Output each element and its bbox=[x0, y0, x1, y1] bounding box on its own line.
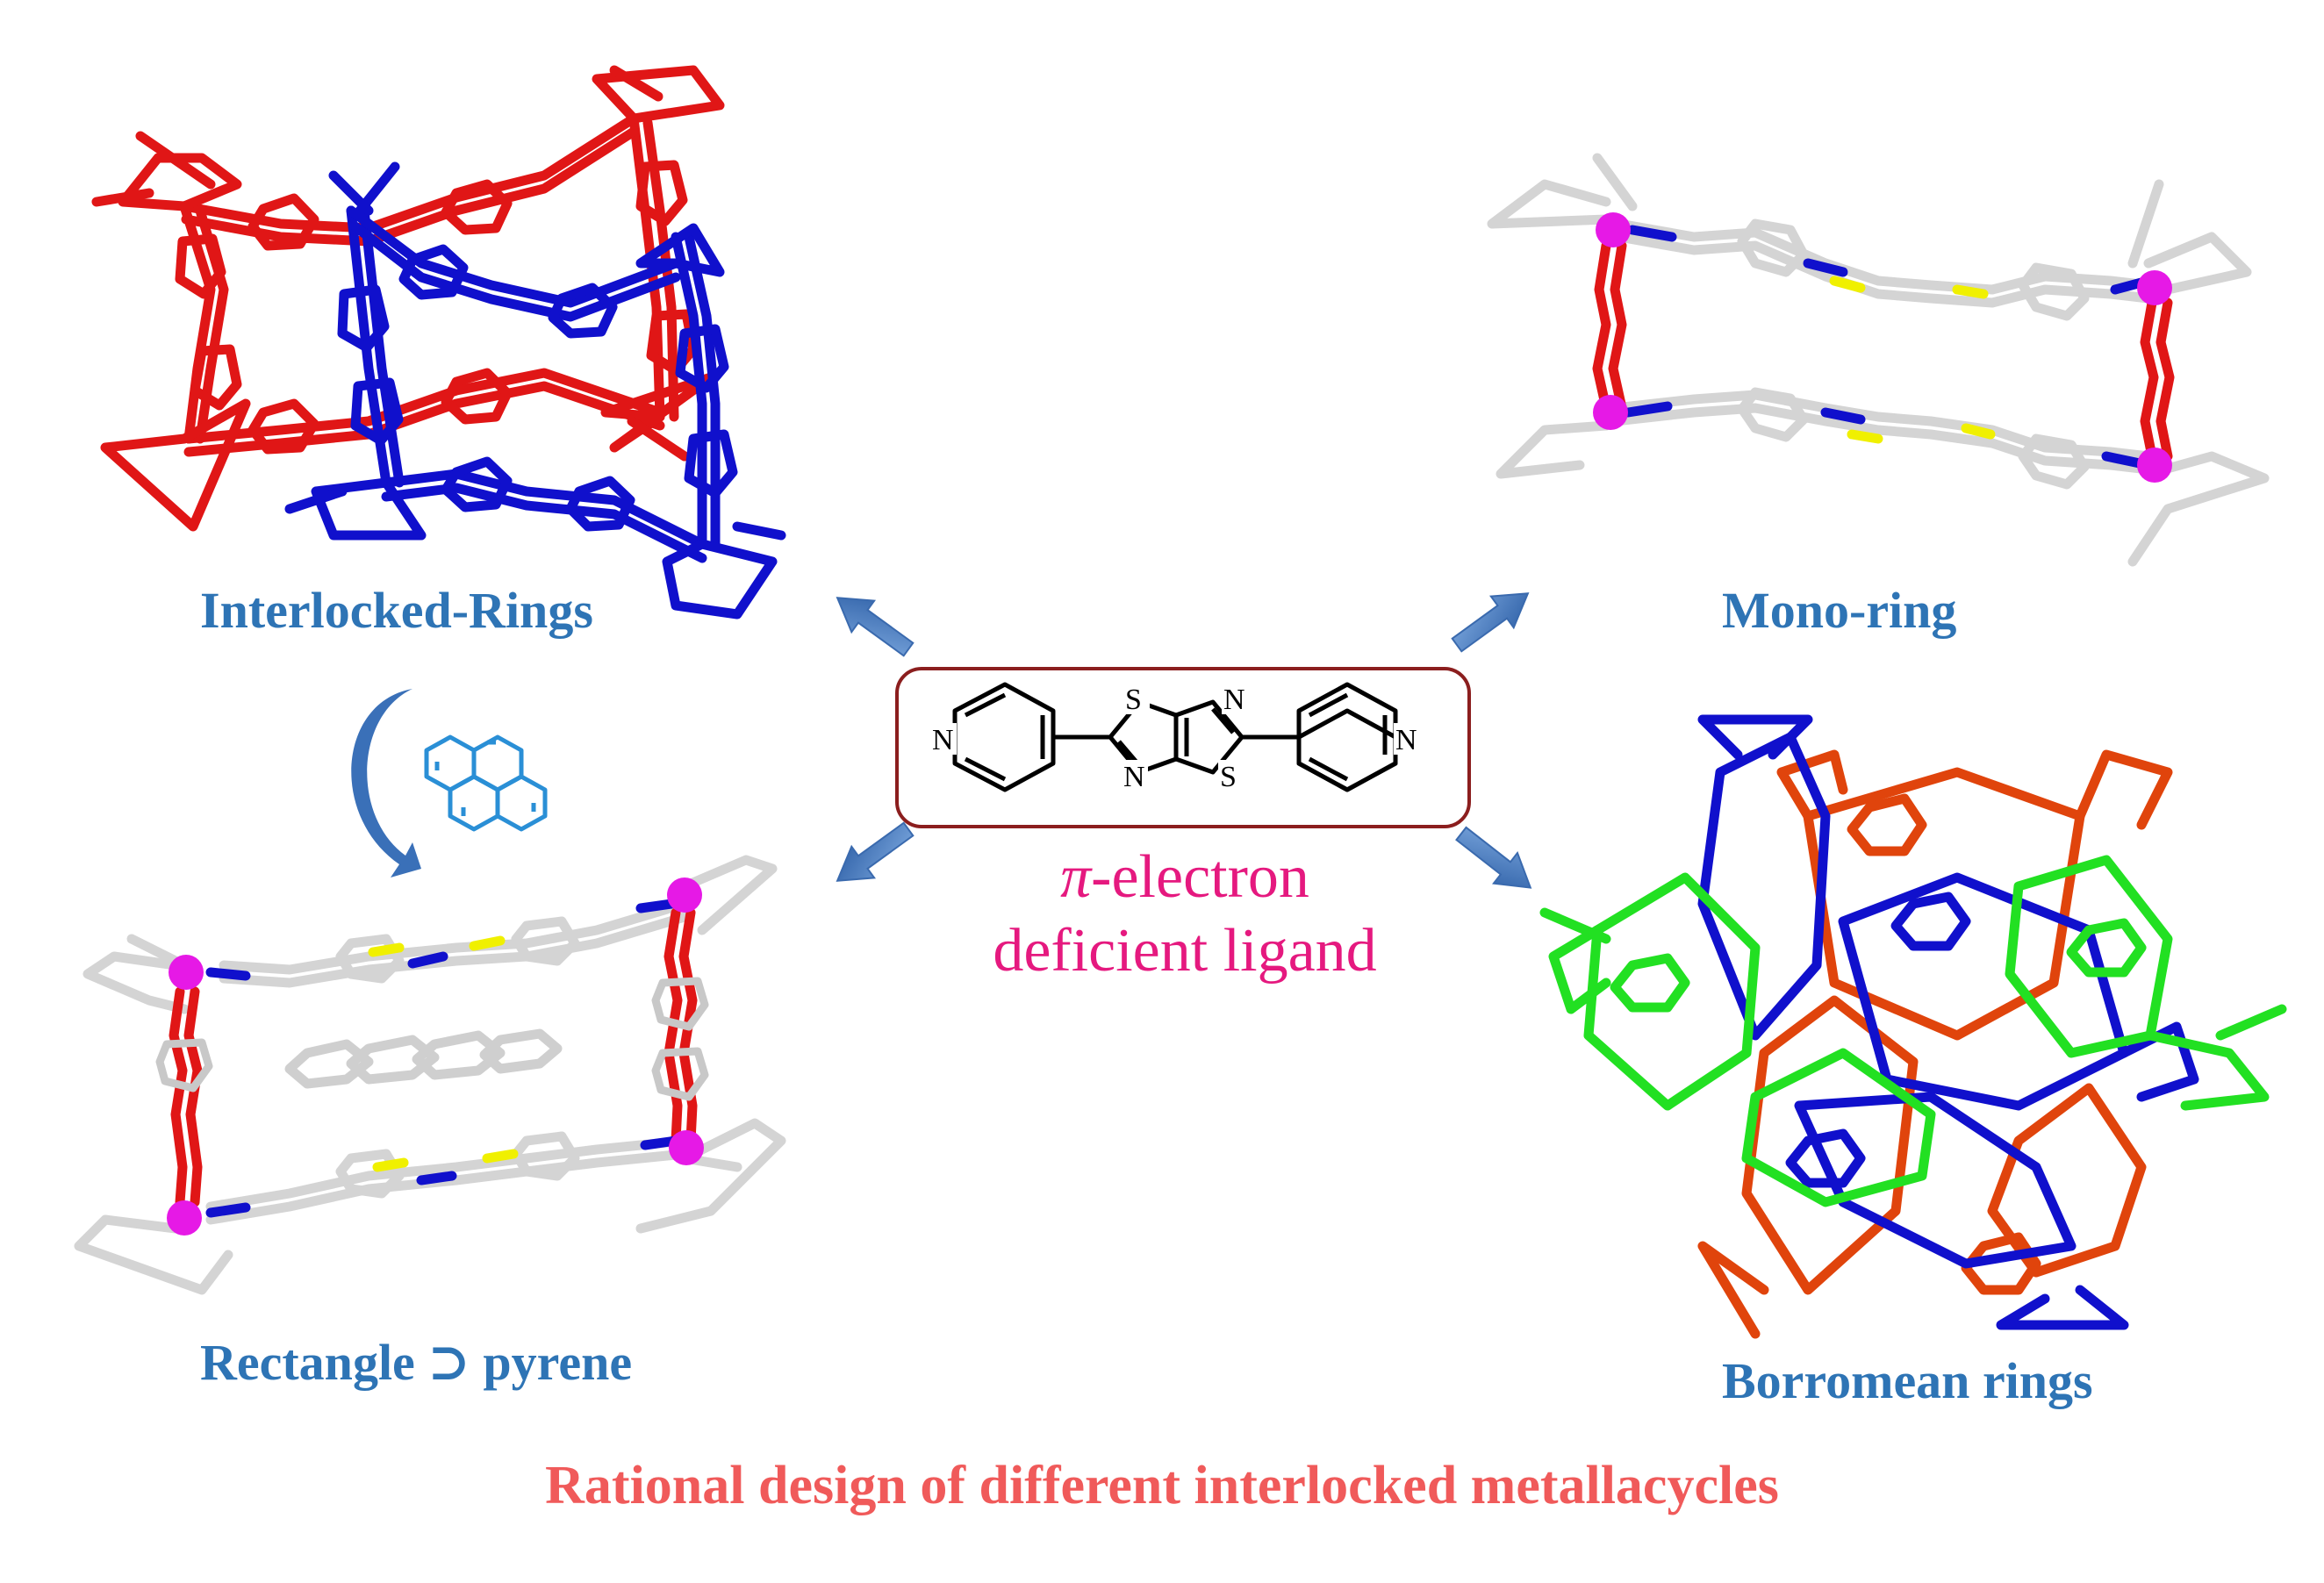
mono-ring-s-atoms bbox=[1829, 276, 1996, 444]
blue-ring bbox=[284, 161, 786, 620]
mono-ring-gray-frame bbox=[1487, 153, 2270, 567]
arrow-to-mono-icon bbox=[1451, 592, 1530, 653]
ligand-description-line1: π-electron bbox=[948, 841, 1422, 914]
rectangle-gray-frame bbox=[74, 855, 786, 1295]
ligand-atom-labels: N S N N S N bbox=[930, 683, 1420, 793]
label-mono-ring: Mono-ring bbox=[1722, 582, 1957, 639]
atom-n-right: N bbox=[1395, 724, 1417, 756]
mono-ring-oxalate-pillars bbox=[1592, 240, 2175, 462]
ligand-description-line2: deficient ligand bbox=[993, 917, 1377, 985]
borromean-rings-structure bbox=[1539, 714, 2287, 1339]
label-rectangle-pyrene: Rectangle ⊃ pyrene bbox=[200, 1334, 633, 1391]
interlocked-rings-structure bbox=[91, 65, 786, 620]
borromean-orange-ring bbox=[1697, 749, 2173, 1339]
atom-n-top: N bbox=[1223, 684, 1245, 716]
figure-caption: Rational design of different interlocked… bbox=[545, 1456, 1779, 1515]
arrow-to-borromean-icon bbox=[1455, 826, 1532, 889]
mono-ring-metal-centers bbox=[1593, 212, 2172, 483]
red-ring bbox=[91, 65, 725, 532]
atom-s-top: S bbox=[1125, 684, 1142, 716]
pyrene-guest bbox=[284, 1028, 563, 1089]
arrows bbox=[836, 592, 1532, 889]
rectangle-s-atoms bbox=[368, 935, 519, 1172]
atom-s-bottom: S bbox=[1220, 761, 1237, 793]
conversion-curve-arrow-icon bbox=[351, 689, 421, 877]
pyrene-icon bbox=[424, 734, 548, 832]
ligand-skeletal-structure bbox=[952, 682, 1398, 792]
atom-n-left: N bbox=[932, 724, 954, 756]
rectangle-gray-pillar-rings bbox=[155, 977, 709, 1101]
arrow-to-rectangle-icon bbox=[836, 821, 915, 882]
ligand-line1-suffix: -electron bbox=[1091, 843, 1309, 911]
label-borromean-rings: Borromean rings bbox=[1722, 1352, 2093, 1409]
mono-ring-n-atoms bbox=[1623, 225, 2147, 469]
mono-ring-structure bbox=[1487, 153, 2270, 567]
label-interlocked-rings: Interlocked-Rings bbox=[200, 582, 593, 639]
pi-symbol: π bbox=[1060, 843, 1092, 911]
rectangle-pyrene-structure bbox=[74, 855, 786, 1295]
ligand-description: π-electron deficient ligand bbox=[948, 841, 1422, 988]
arrow-to-interlocked-icon bbox=[836, 597, 915, 657]
rectangle-metal-centers bbox=[167, 877, 704, 1236]
ligand-box: N S N N S N bbox=[895, 667, 1471, 828]
borromean-green-ring bbox=[1539, 855, 2287, 1207]
atom-n-bottom: N bbox=[1123, 761, 1145, 793]
rectangle-n-atoms bbox=[205, 899, 681, 1218]
